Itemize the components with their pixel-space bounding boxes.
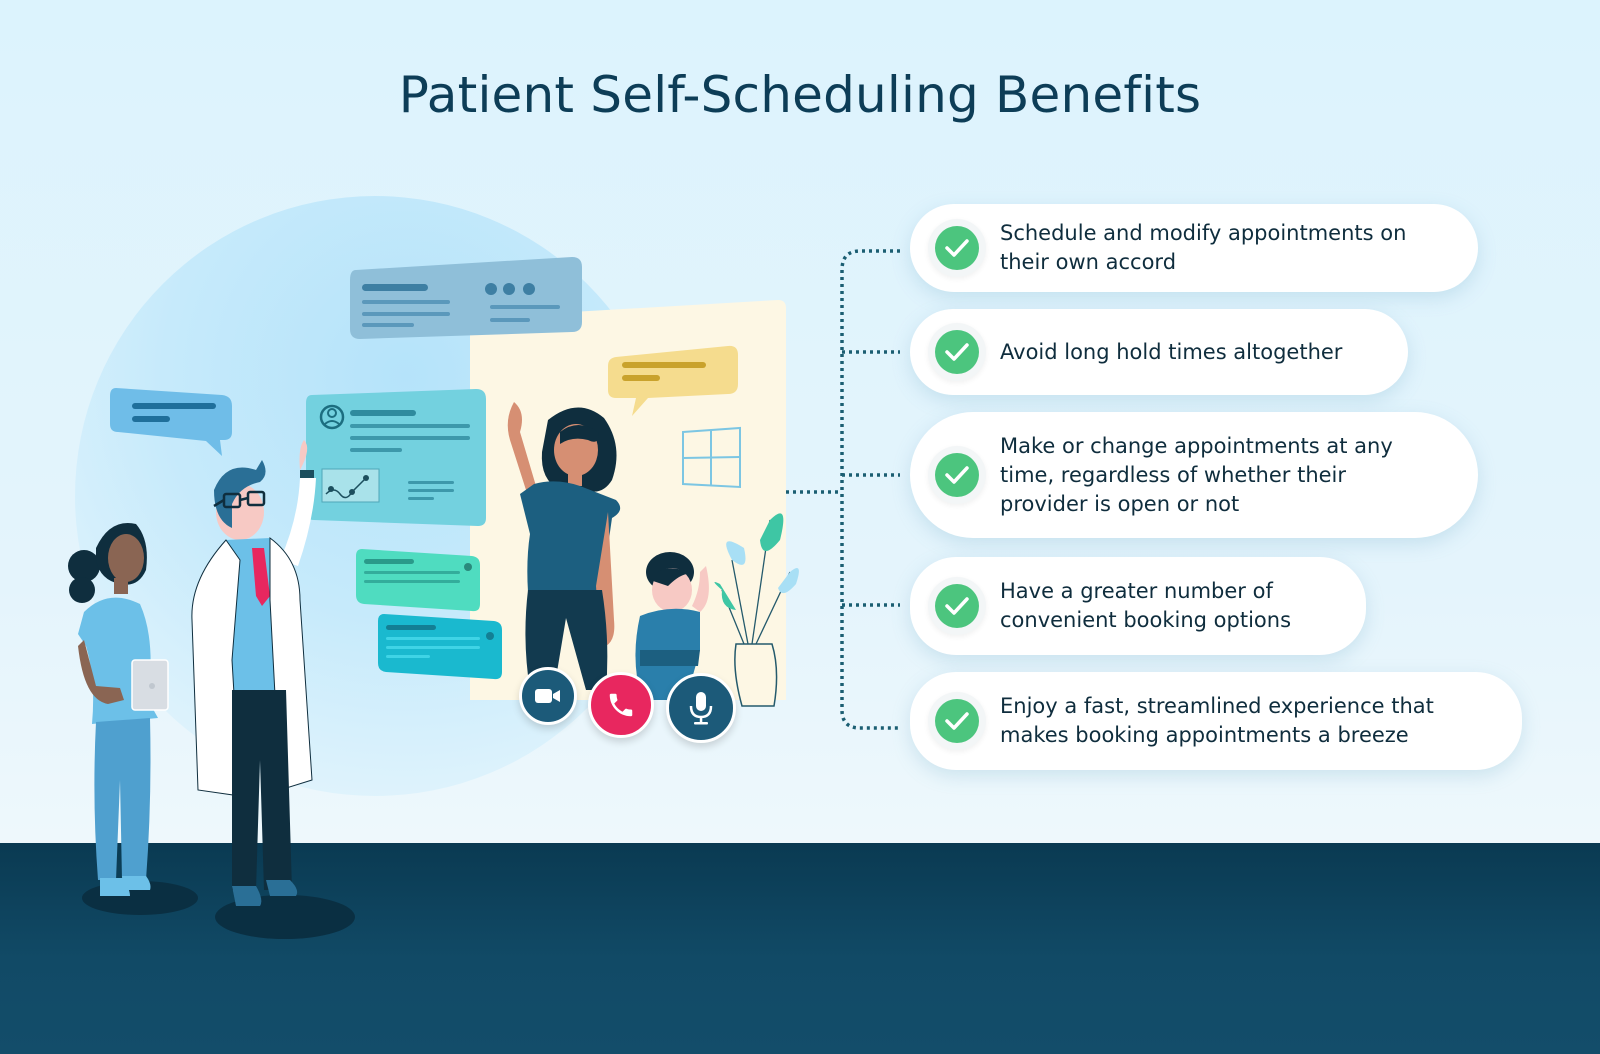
connector-lines	[786, 249, 900, 730]
microphone-icon	[689, 692, 713, 725]
phone-end-call-icon	[609, 693, 633, 717]
mother-figure	[507, 402, 621, 690]
benefit-text: Enjoy a fast, streamlined experience tha…	[1000, 694, 1434, 747]
doctor-figure	[191, 440, 355, 939]
profile-card	[306, 389, 486, 526]
speech-bubble-yellow	[608, 345, 738, 416]
benefit-text: Avoid long hold times altogether	[1000, 339, 1343, 364]
video-camera-button[interactable]	[519, 667, 577, 725]
benefit-item: Schedule and modify appointments on thei…	[910, 204, 1478, 292]
chat-card-cyan	[378, 614, 502, 680]
check-circle-icon	[928, 692, 986, 750]
window-icon	[682, 426, 741, 489]
microphone-button[interactable]	[666, 673, 736, 743]
end-call-button[interactable]	[588, 672, 654, 738]
benefit-text: Make or change appointments at any time,…	[1000, 433, 1393, 516]
benefit-item: Have a greater number of convenient book…	[910, 557, 1366, 655]
nurse-figure	[68, 523, 198, 915]
chat-card-green	[356, 549, 480, 612]
benefit-item: Make or change appointments at any time,…	[910, 412, 1478, 538]
video-camera-icon	[535, 689, 560, 703]
check-circle-icon	[928, 446, 986, 504]
speech-bubble-blue	[110, 388, 232, 456]
plant	[714, 513, 799, 707]
benefit-item: Enjoy a fast, streamlined experience tha…	[910, 672, 1522, 770]
page-title: Patient Self-Scheduling Benefits	[398, 66, 1202, 124]
benefit-text: Have a greater number of convenient book…	[1000, 579, 1292, 632]
benefit-text: Schedule and modify appointments on thei…	[1000, 221, 1407, 274]
check-circle-icon	[928, 323, 986, 381]
check-circle-icon	[928, 577, 986, 635]
chat-card-top	[350, 257, 582, 339]
benefit-item: Avoid long hold times altogether	[910, 309, 1408, 395]
check-circle-icon	[928, 219, 986, 277]
